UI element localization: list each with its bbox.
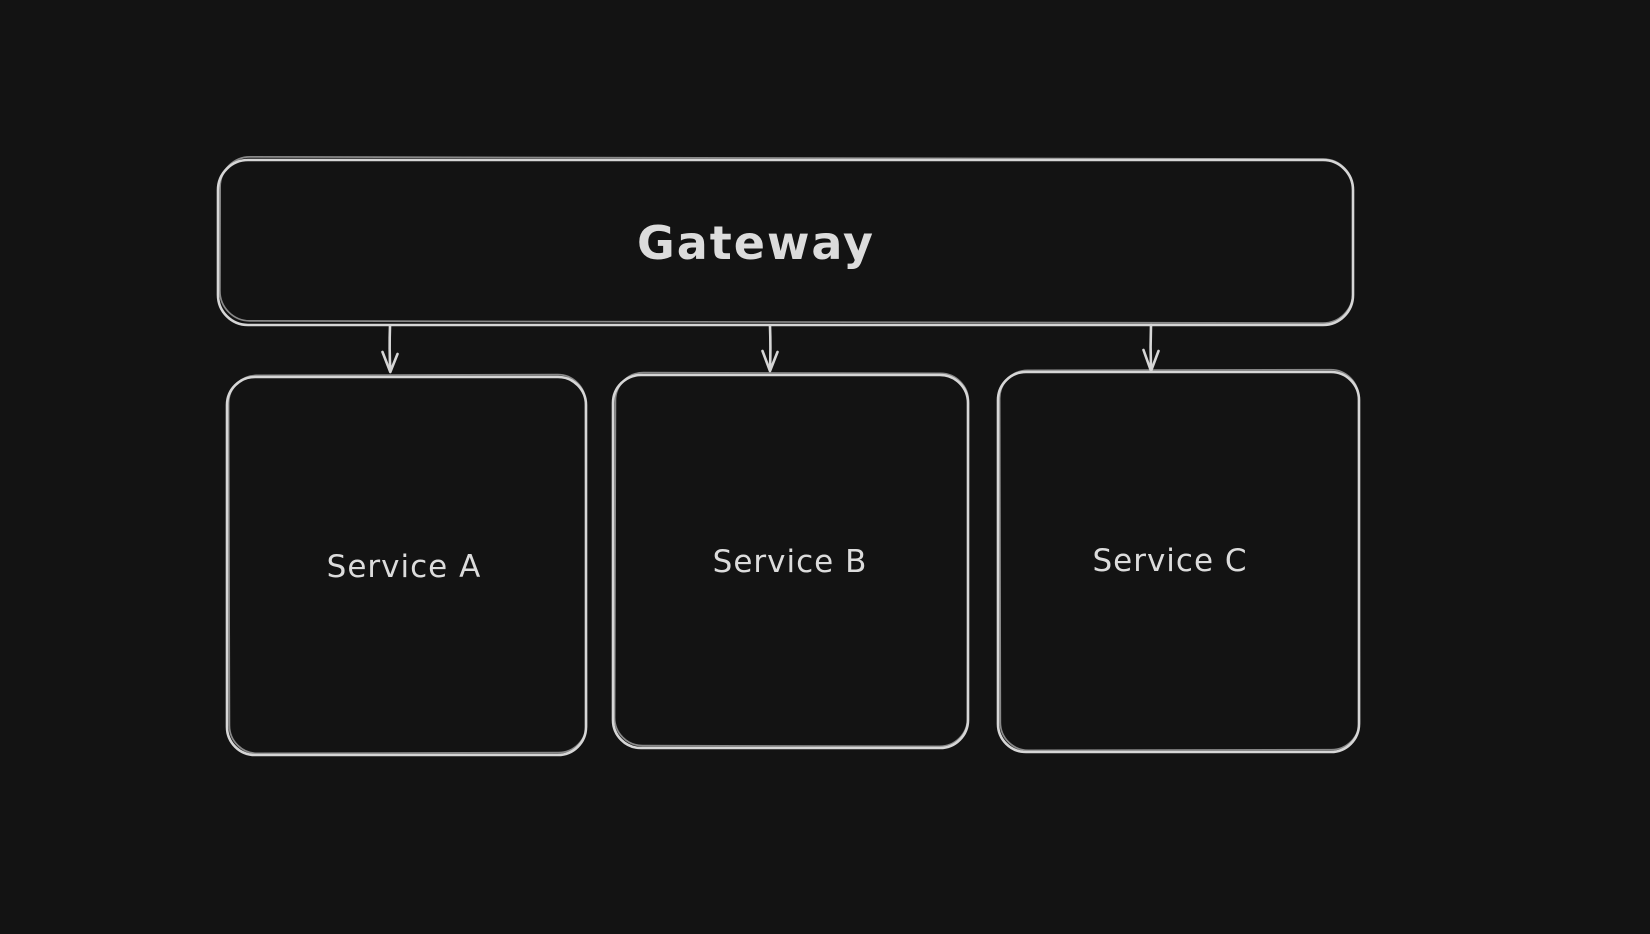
service-c-node[interactable]: Service C bbox=[996, 368, 1361, 754]
edge-gateway-to-service-b[interactable] bbox=[761, 324, 779, 373]
arrow-head-icon bbox=[381, 350, 399, 374]
service-a-node[interactable]: Service A bbox=[225, 373, 588, 757]
edge-gateway-to-service-c[interactable] bbox=[1142, 323, 1160, 373]
gateway-node[interactable]: Gateway bbox=[216, 156, 1355, 327]
gateway-node-box[interactable] bbox=[216, 158, 1355, 327]
service-b-node[interactable]: Service B bbox=[611, 371, 970, 750]
gateway-node-label[interactable]: Gateway bbox=[637, 216, 875, 270]
service-a-node-label[interactable]: Service A bbox=[327, 549, 482, 585]
edge-gateway-to-service-a[interactable] bbox=[381, 324, 399, 374]
arrow-head-icon bbox=[761, 349, 779, 373]
service-c-node-box[interactable] bbox=[996, 370, 1361, 754]
arrow-shaft[interactable] bbox=[388, 324, 392, 372]
service-b-node-label[interactable]: Service B bbox=[713, 544, 868, 580]
service-c-node-label[interactable]: Service C bbox=[1092, 543, 1247, 579]
arrow-head-icon bbox=[1142, 348, 1160, 373]
service-b-node-box[interactable] bbox=[611, 373, 970, 750]
service-a-node-box[interactable] bbox=[225, 375, 588, 757]
